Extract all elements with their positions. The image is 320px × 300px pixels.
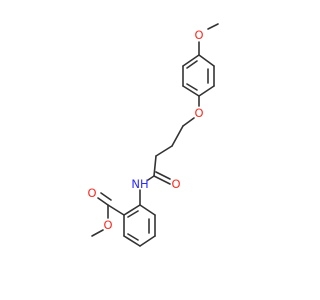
ring2-double-3 (127, 210, 139, 218)
bond-ring2-ester-c (107, 204, 125, 216)
molecule-canvas: O O O NH O O (87, 23, 219, 247)
atom-o-ether: O (194, 106, 203, 120)
molecule-structure: O O O NH O O (87, 23, 219, 247)
chain-bond-3 (153, 155, 157, 177)
ring2-bond-3 (139, 235, 156, 247)
ring2-double-2 (127, 233, 139, 241)
ring1-double-3 (186, 60, 198, 69)
ring1-bond-3 (198, 85, 215, 97)
bond-methyl-top (207, 23, 219, 30)
atom-o-ester-carbonyl: O (87, 186, 96, 200)
atom-o-amide: O (171, 177, 180, 191)
atom-o-methoxy-top: O (194, 28, 203, 42)
ring2-bond-6 (123, 204, 141, 216)
ring1-bond-6 (182, 54, 200, 67)
bond-amide-co-1 (153, 175, 171, 185)
bond-oether-c1 (182, 117, 195, 127)
bond-amide-co-2 (155, 171, 171, 180)
ring1-double-2 (186, 83, 198, 91)
ring2-bond-4 (123, 235, 141, 247)
bond-amide-cn (147, 175, 155, 181)
atom-nh-amide: NH (131, 177, 148, 191)
bond-ester-co-2 (100, 192, 112, 201)
bond-osingle-methyl (91, 229, 104, 237)
atom-o-ester-single: O (103, 218, 112, 232)
ring1-bond-4 (182, 85, 200, 97)
bond-ester-co-1 (97, 197, 109, 206)
chain-bond-1 (171, 125, 184, 147)
ring2-bond-1 (139, 204, 156, 216)
ring1-bond-1 (198, 54, 215, 67)
chain-bond-2 (155, 145, 173, 157)
